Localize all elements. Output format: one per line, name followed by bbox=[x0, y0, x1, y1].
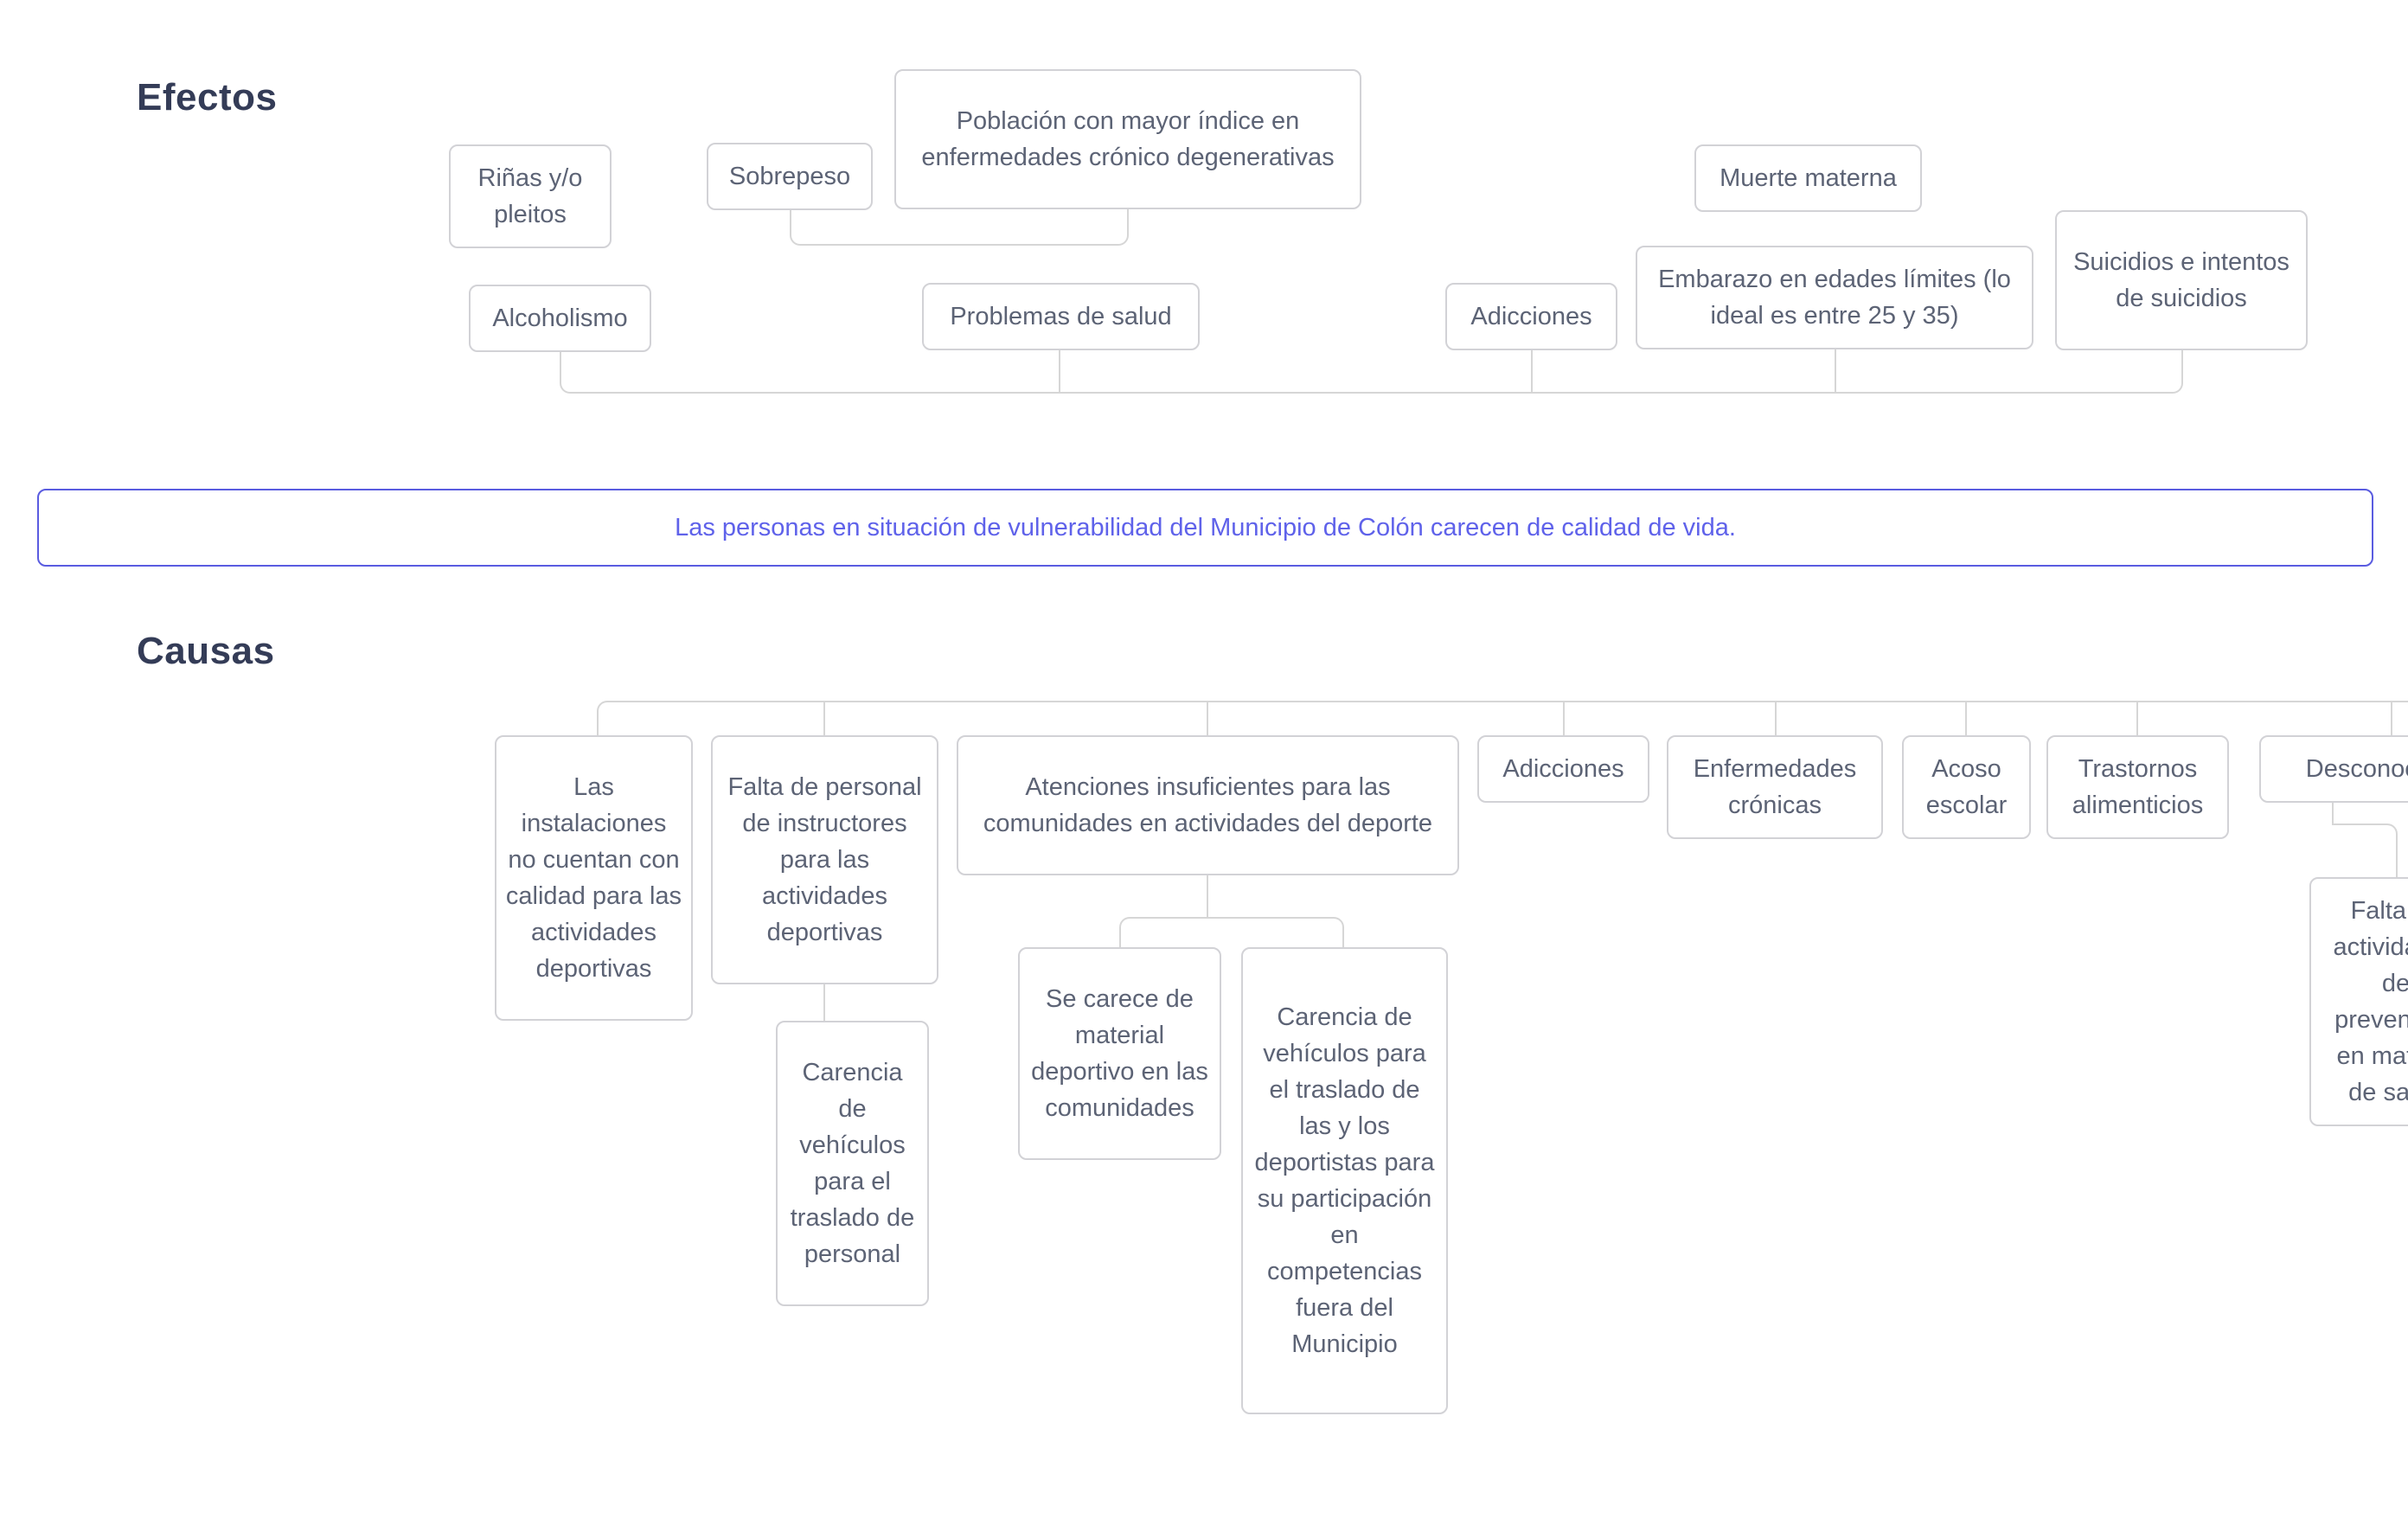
connector-adicciones-causas-stub bbox=[1563, 701, 1565, 735]
node-atenciones-insuficientes[interactable]: Atenciones insuficientes para las comuni… bbox=[957, 735, 1459, 875]
node-rinas-pleitos[interactable]: Riñas y/o pleitos bbox=[449, 144, 612, 248]
problem-statement-label: Las personas en situación de vulnerabili… bbox=[675, 514, 1736, 542]
node-label: Falta de actividades de prevención en ma… bbox=[2333, 897, 2408, 1106]
node-label: Muerte materna bbox=[1720, 164, 1897, 192]
connector-adicciones-efectos-stub bbox=[1531, 350, 1533, 394]
node-label: Población con mayor índice en enfermedad… bbox=[921, 107, 1335, 171]
connector-falta-personal-to-carencia bbox=[823, 984, 825, 1021]
node-falta-prevencion[interactable]: Falta de actividades de prevención en ma… bbox=[2309, 877, 2408, 1126]
node-trastornos-alimenticios[interactable]: Trastornos alimenticios bbox=[2046, 735, 2229, 839]
node-material-deportivo[interactable]: Se carece de material deportivo en las c… bbox=[1018, 947, 1221, 1160]
node-label: Falta de personal de instructores para l… bbox=[727, 773, 922, 946]
node-label: Embarazo en edades límites (lo ideal es … bbox=[1658, 266, 2011, 330]
node-label: Acoso escolar bbox=[1925, 755, 2008, 819]
connector-atenciones-stub-bottom bbox=[1207, 875, 1208, 917]
node-desconocimiento[interactable]: Desconocimiento bbox=[2259, 735, 2408, 803]
node-label: Suicidios e intentos de suicidios bbox=[2073, 248, 2290, 312]
node-label: Se carece de material deportivo en las c… bbox=[1031, 985, 1208, 1122]
connector-atenciones-stub-top bbox=[1207, 701, 1208, 735]
node-adicciones-efectos[interactable]: Adicciones bbox=[1445, 283, 1617, 350]
connector-causes-bus bbox=[597, 701, 2408, 735]
node-label: Las instalaciones no cuentan con calidad… bbox=[505, 773, 682, 983]
node-enfermedades-cronicas[interactable]: Enfermedades crónicas bbox=[1667, 735, 1883, 839]
node-label: Desconocimiento bbox=[2305, 755, 2408, 783]
connector-falta-personal-stub bbox=[823, 701, 825, 735]
connector-acoso-stub bbox=[1965, 701, 1967, 735]
connector-desconocimiento-to-falta-elbow bbox=[2333, 823, 2398, 877]
causes-section-heading: Causas bbox=[137, 630, 275, 672]
node-instalaciones[interactable]: Las instalaciones no cuentan con calidad… bbox=[495, 735, 693, 1021]
node-poblacion-enfermedades[interactable]: Población con mayor índice en enfermedad… bbox=[894, 69, 1361, 209]
node-label: Atenciones insuficientes para las comuni… bbox=[983, 773, 1433, 837]
node-alcoholismo[interactable]: Alcoholismo bbox=[469, 285, 651, 352]
node-suicidios[interactable]: Suicidios e intentos de suicidios bbox=[2055, 210, 2308, 350]
node-label: Problemas de salud bbox=[950, 303, 1172, 330]
node-sobrepeso[interactable]: Sobrepeso bbox=[707, 143, 873, 210]
node-carencia-vehiculos-personal[interactable]: Carencia de vehículos para el traslado d… bbox=[776, 1021, 929, 1306]
problem-statement-box[interactable]: Las personas en situación de vulnerabili… bbox=[37, 489, 2373, 567]
connector-atenciones-children-bracket bbox=[1119, 917, 1344, 947]
connector-sobrepeso-poblacion-bracket bbox=[790, 209, 1129, 246]
node-carencia-vehiculos-deportistas[interactable]: Carencia de vehículos para el traslado d… bbox=[1241, 947, 1448, 1414]
connector-effects-bus bbox=[560, 350, 2183, 394]
node-embarazo-edades-limites[interactable]: Embarazo en edades límites (lo ideal es … bbox=[1636, 246, 2033, 349]
connector-trastornos-stub bbox=[2136, 701, 2138, 735]
node-label: Adicciones bbox=[1502, 755, 1624, 783]
node-label: Carencia de vehículos para el traslado d… bbox=[1254, 1003, 1435, 1358]
node-adicciones-causas[interactable]: Adicciones bbox=[1477, 735, 1649, 803]
connector-enfermedades-stub bbox=[1775, 701, 1777, 735]
node-falta-personal[interactable]: Falta de personal de instructores para l… bbox=[711, 735, 938, 984]
node-acoso-escolar[interactable]: Acoso escolar bbox=[1902, 735, 2031, 839]
connector-desconocimiento-down-seg bbox=[2332, 803, 2334, 825]
node-label: Alcoholismo bbox=[492, 304, 628, 332]
connector-embarazo-stub bbox=[1835, 349, 1836, 394]
node-label: Enfermedades crónicas bbox=[1693, 755, 1857, 819]
node-label: Riñas y/o pleitos bbox=[477, 164, 583, 228]
connector-desconocimiento-stub bbox=[2391, 701, 2392, 735]
node-problemas-salud[interactable]: Problemas de salud bbox=[922, 283, 1200, 350]
node-label: Sobrepeso bbox=[728, 163, 851, 190]
node-label: Trastornos alimenticios bbox=[2072, 755, 2204, 819]
node-label: Adicciones bbox=[1470, 303, 1592, 330]
connector-problemas-stub bbox=[1059, 350, 1060, 394]
effects-section-heading: Efectos bbox=[137, 76, 278, 119]
node-muerte-materna[interactable]: Muerte materna bbox=[1694, 144, 1922, 212]
node-label: Carencia de vehículos para el traslado d… bbox=[790, 1059, 915, 1268]
